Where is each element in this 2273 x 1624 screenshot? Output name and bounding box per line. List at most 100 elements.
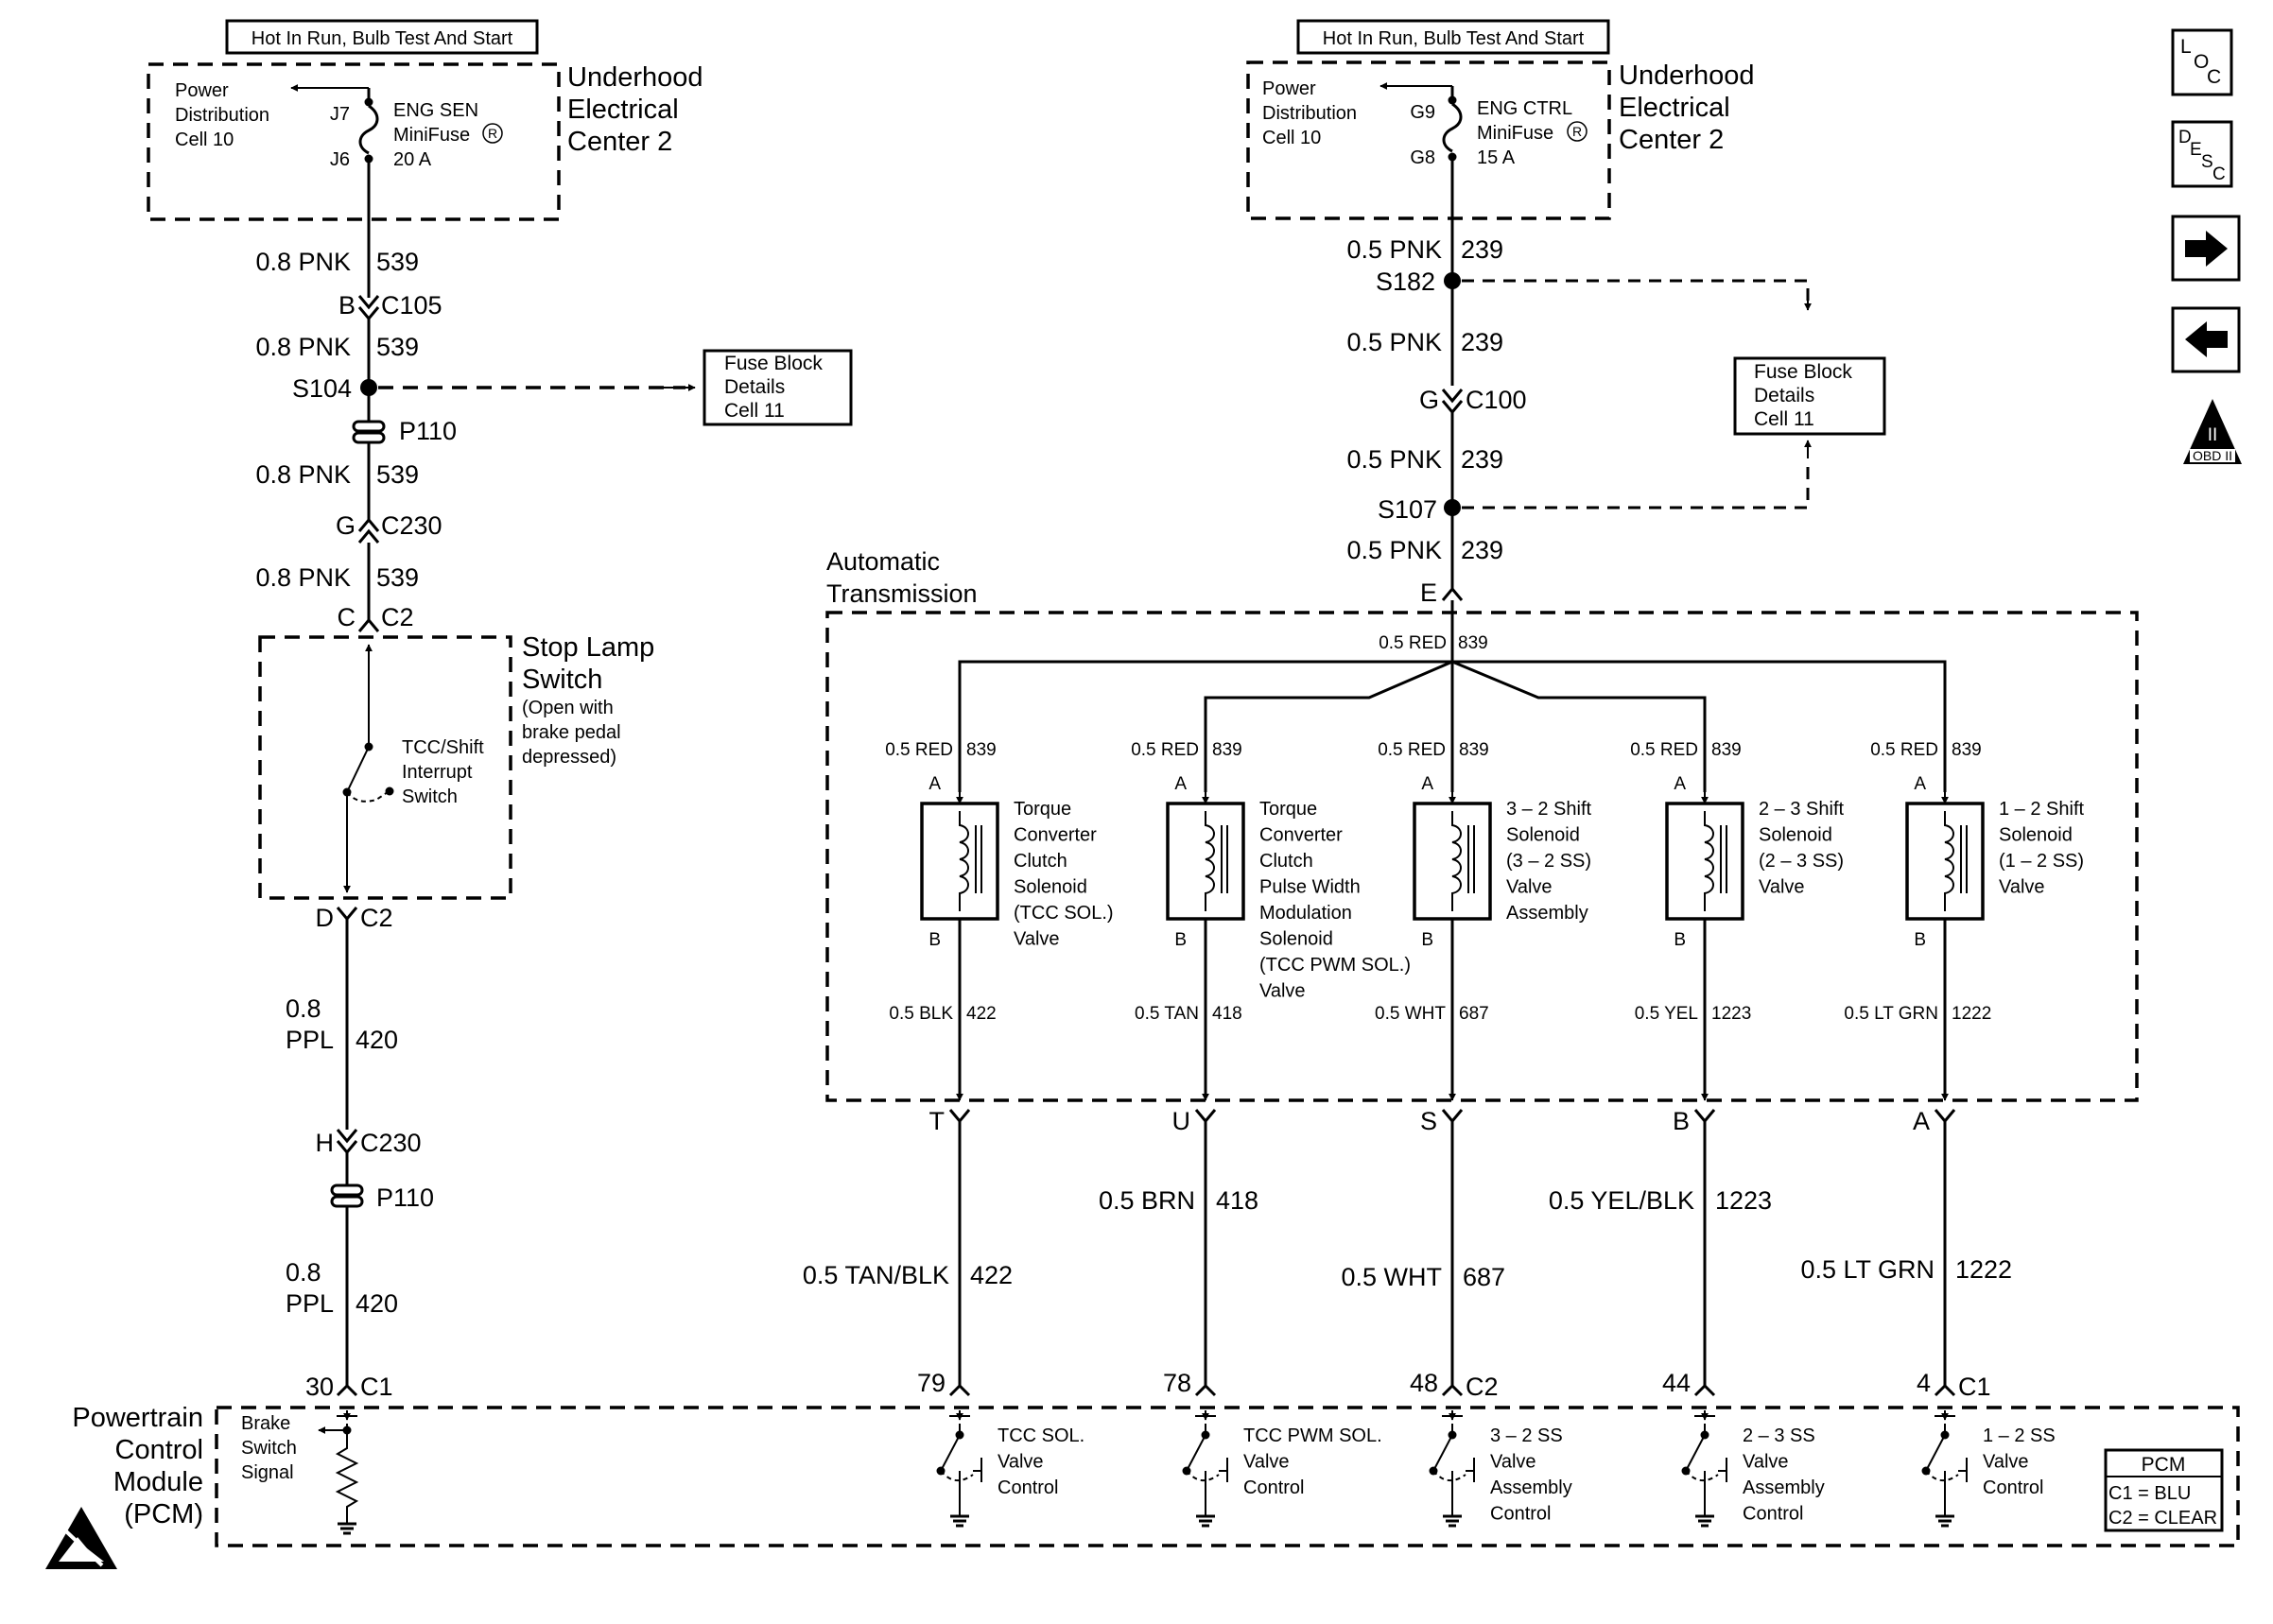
- wire-539-c-color: 0.8 PNK: [255, 460, 351, 489]
- solenoid-return-num: 418: [1212, 1004, 1242, 1024]
- nav-icons: L O C D E S C II OBD II: [2171, 28, 2242, 464]
- solenoid-pcm-wire-num: 687: [1463, 1263, 1505, 1291]
- solenoid-return-num: 687: [1459, 1004, 1489, 1024]
- fuse-block-ref-right: [1733, 356, 1886, 436]
- wire-420-c-num: 420: [356, 1289, 398, 1318]
- solenoid-pcm-wire-num: 1223: [1715, 1186, 1772, 1215]
- stop-lamp-note-1: (Open with: [522, 698, 614, 718]
- wire-239-d-num: 239: [1461, 536, 1503, 564]
- pcm-driver-label-1: 3 – 2 SS: [1490, 1425, 1563, 1446]
- previous-arrow-icon[interactable]: [2171, 306, 2241, 373]
- wire-239-b-color: 0.5 PNK: [1346, 328, 1442, 356]
- pcm-connector-label: C2: [1466, 1373, 1499, 1401]
- pcm-pin: 79: [917, 1369, 946, 1397]
- stop-lamp-switch-label-3: Switch: [402, 786, 458, 807]
- right-fuse-label-2: MiniFuse: [1477, 123, 1553, 144]
- solenoid-connector-icon: [1194, 1109, 1217, 1124]
- pcm-driver-label-1: 2 – 3 SS: [1743, 1425, 1815, 1446]
- c230-bottom-pin: H: [316, 1129, 335, 1157]
- c100-label: C100: [1466, 386, 1527, 414]
- stop-lamp-note-3: depressed): [522, 747, 616, 768]
- wire-539-d-color: 0.8 PNK: [255, 563, 351, 592]
- wire-420-a-color: PPL: [286, 1026, 334, 1054]
- fuse-block-left-1: Fuse Block: [724, 353, 823, 374]
- solenoid-connector-pin: B: [1673, 1107, 1690, 1135]
- left-fuse-label-2: MiniFuse: [393, 125, 470, 146]
- left-pdc-label-3: Cell 10: [175, 130, 234, 150]
- stop-lamp-switch-blade: [346, 746, 370, 793]
- stop-lamp-actuator: [385, 786, 394, 796]
- pcm-driver-label-1: 1 – 2 SS: [1983, 1425, 2056, 1446]
- solenoid-name-2: Solenoid: [1506, 825, 1580, 846]
- solenoid-name-2: Solenoid: [1999, 825, 2073, 846]
- fuse-block-right-1: Fuse Block: [1754, 361, 1852, 383]
- c105-label: C105: [381, 291, 442, 320]
- c2-bottom-connector-icon: [336, 907, 358, 922]
- solenoid-coil-icon: [959, 811, 969, 911]
- solenoid-name-7: (TCC PWM SOL.): [1259, 955, 1411, 976]
- solenoid-name-4: Valve: [1506, 877, 1553, 898]
- pcm-driver-label-3: Assembly: [1490, 1477, 1572, 1498]
- solenoid-pin-b: B: [1674, 930, 1686, 950]
- c100-pin: G: [1419, 386, 1439, 414]
- solenoid-name-1: 1 – 2 Shift: [1999, 799, 2085, 820]
- solenoid-feed-color: 0.5 RED: [1378, 740, 1446, 760]
- left-pdc-label-2: Distribution: [175, 105, 269, 126]
- fuse-block-left-3: Cell 11: [724, 400, 785, 422]
- stop-lamp-actuator-link: [346, 791, 389, 803]
- pcm-driver-label-3: Control: [1243, 1477, 1304, 1498]
- pcm-title-3: Module: [113, 1467, 203, 1497]
- solenoid-pin-b: B: [1914, 930, 1926, 950]
- solenoid-feed-color: 0.5 RED: [1870, 740, 1938, 760]
- left-uec-name-3: Center 2: [567, 127, 672, 157]
- solenoid-name-1: 2 – 3 Shift: [1759, 799, 1845, 820]
- automatic-transmission: Automatic Transmission 0.5 RED 839 0.5 R…: [803, 547, 2139, 1528]
- pcm-driver-actuator-link: [1432, 1470, 1466, 1481]
- wire-839-branches: [1204, 660, 1707, 718]
- solenoid-connector-icon: [1934, 1109, 1956, 1124]
- p110-top-pass-through-icon: [352, 420, 386, 433]
- solenoid-pin-b: B: [1421, 930, 1433, 950]
- left-power-label: Hot In Run, Bulb Test And Start: [252, 28, 513, 49]
- solenoid-return-num: 1222: [1952, 1004, 1991, 1024]
- solenoid-pin-b: B: [1174, 930, 1187, 950]
- pcm-driver-label-1: TCC PWM SOL.: [1243, 1425, 1382, 1446]
- solenoid-pcm-wire-color: 0.5 WHT: [1341, 1263, 1442, 1291]
- solenoid-pcm-wire-num: 418: [1216, 1186, 1258, 1215]
- next-arrow-icon[interactable]: [2171, 215, 2241, 282]
- fuse-block-right-2: Details: [1754, 385, 1814, 406]
- solenoid-name-8: Valve: [1259, 981, 1306, 1002]
- description-icon-s: S: [2201, 152, 2213, 172]
- solenoid-name-3: Clutch: [1259, 851, 1313, 872]
- solenoid-name-1: Torque: [1259, 799, 1317, 820]
- wire-839-trunk-num: 839: [1458, 633, 1488, 653]
- pcm-driver-label-2: Valve: [998, 1452, 1044, 1473]
- p110-bottom-pass-through-icon-lower: [330, 1195, 364, 1208]
- description-icon[interactable]: D E S C: [2171, 120, 2233, 188]
- pcm-legend-c1: C1 = BLU: [2108, 1483, 2191, 1504]
- solenoid-return-color: 0.5 YEL: [1635, 1004, 1698, 1024]
- right-uec-name-2: Electrical: [1619, 93, 1730, 123]
- solenoid-coil-icon: [1944, 811, 1954, 911]
- solenoid-return-color: 0.5 LT GRN: [1844, 1004, 1938, 1024]
- right-registered-mark: [1567, 121, 1588, 142]
- obd-ii-icon[interactable]: II OBD II: [2183, 399, 2242, 464]
- wire-839-trunk-color: 0.5 RED: [1379, 633, 1447, 653]
- pcm-legend-box: [2104, 1448, 2224, 1532]
- s107-splice: [1444, 499, 1461, 516]
- location-icon[interactable]: L O C: [2171, 28, 2233, 96]
- wire-420-c-color: PPL: [286, 1289, 334, 1318]
- solenoid-name-2: Converter: [1014, 825, 1097, 846]
- solenoid-name-5: (TCC SOL.): [1014, 903, 1114, 924]
- pcm-title-1: Powertrain: [72, 1403, 203, 1433]
- description-icon-c: C: [2212, 164, 2226, 184]
- obd-ii-numeral: II: [2208, 425, 2218, 445]
- right-circuit: 0.5 PNK 239 S182 Fuse Block Details Cell…: [1346, 157, 1886, 607]
- solenoid-pcm-wire-num: 422: [970, 1261, 1013, 1289]
- right-uec-box: [1246, 60, 1611, 220]
- description-icon-e: E: [2190, 140, 2202, 160]
- left-fuse-terminal-top: [364, 97, 373, 107]
